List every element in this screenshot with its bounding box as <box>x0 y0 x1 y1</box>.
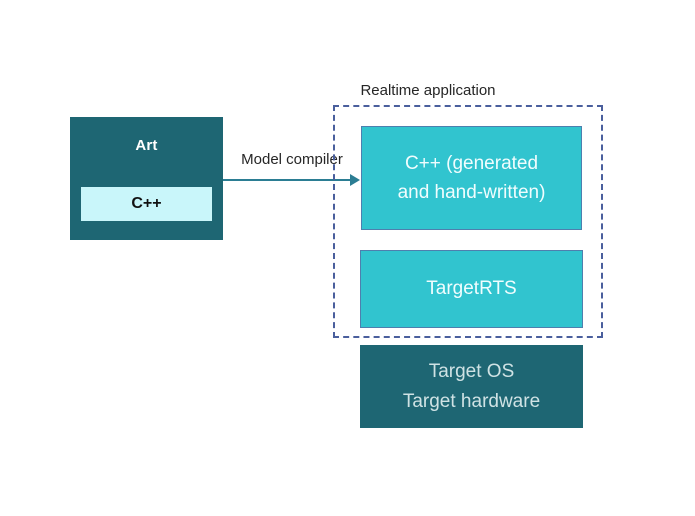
cpp-generated-line-1: C++ (generated <box>404 152 539 174</box>
target-os-line-1: Target OS <box>428 361 515 383</box>
cpp-generated-line-2: and hand-written) <box>397 182 546 203</box>
targetrts-box: TargetRTS <box>360 250 583 328</box>
realtime-application-group-border <box>333 105 603 338</box>
model-compiler-arrow-head-icon <box>350 174 360 186</box>
art-cpp-box: C++ <box>81 187 212 221</box>
model-compiler-label: Model compiler <box>241 151 343 168</box>
cpp-generated-box: C++ (generated and hand-written) <box>361 126 582 230</box>
target-os-box: Target OS Target hardware <box>360 345 583 428</box>
art-box-title: Art <box>135 137 158 154</box>
art-box: Art C++ <box>70 117 223 240</box>
targetrts-label: TargetRTS <box>426 278 517 300</box>
target-os-line-2: Target hardware <box>402 390 541 412</box>
model-compiler-arrow-line <box>223 179 351 181</box>
realtime-application-title: Realtime application <box>360 82 496 99</box>
